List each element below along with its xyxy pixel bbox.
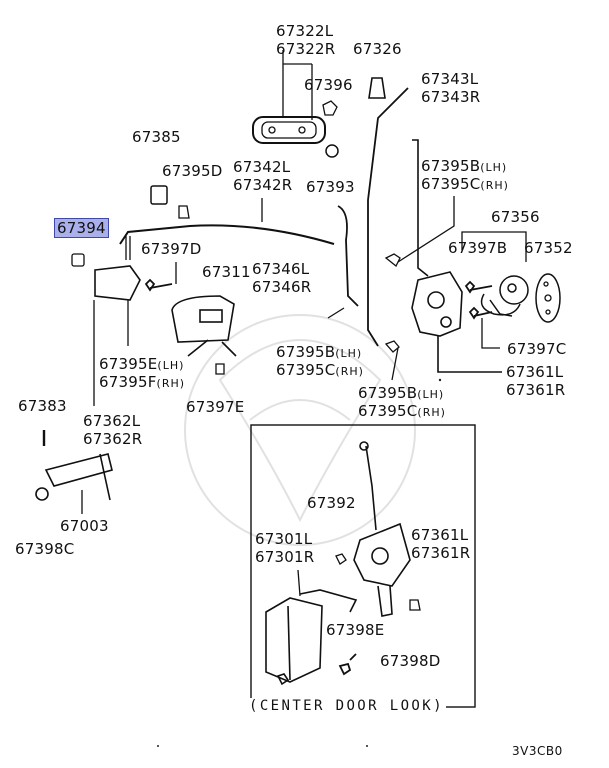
part-label-67326: 67326 xyxy=(353,40,402,58)
part-label-67398c: 67398C xyxy=(15,540,75,558)
part-label-67356: 67356 xyxy=(491,208,540,226)
clip-67396 xyxy=(322,100,338,116)
part-number: 67395E xyxy=(99,355,158,373)
bolt-67397b xyxy=(464,280,493,294)
part-label-67393: 67393 xyxy=(306,178,355,196)
screw-67397d xyxy=(144,278,173,292)
part-number: 67395F xyxy=(99,373,157,391)
hinge-67003 xyxy=(35,430,113,501)
side-rh: (RH) xyxy=(480,179,509,192)
center-lock-assembly xyxy=(353,441,411,617)
part-label-67301l: 67301L xyxy=(255,530,313,548)
side-rh: (RH) xyxy=(417,406,446,419)
clip-67394 xyxy=(71,253,85,267)
part-label-67342l: 67342L xyxy=(233,158,291,176)
part-number: 67395B xyxy=(421,157,481,175)
part-label-67361l: 67361L xyxy=(506,363,564,381)
part-label-67361r: 67361R xyxy=(506,381,566,399)
side-lh: (LH) xyxy=(480,161,508,174)
side-lh: (LH) xyxy=(157,359,185,372)
side-lh: (LH) xyxy=(417,388,445,401)
part-label-67398e: 67398E xyxy=(326,621,385,639)
part-label-67395c-mid: 67395C(RH) xyxy=(276,361,364,381)
part-label-67394: 67394 xyxy=(54,218,109,238)
part-label-67397c: 67397C xyxy=(507,340,567,358)
part-label-67342r: 67342R xyxy=(233,176,293,194)
highlighted-part-67394[interactable]: 67394 xyxy=(54,218,109,238)
part-label-67396: 67396 xyxy=(304,76,353,94)
clip-67395d xyxy=(178,205,190,219)
part-label-67362r: 67362R xyxy=(83,430,143,448)
inside-handle-67311 xyxy=(171,295,237,357)
part-label-67397d: 67397D xyxy=(141,240,202,258)
part-label-67352: 67352 xyxy=(524,239,573,257)
part-label-67392: 67392 xyxy=(307,494,356,512)
bracket-67362 xyxy=(94,265,141,301)
part-label-67383: 67383 xyxy=(18,397,67,415)
bolt-67397c xyxy=(468,306,493,320)
part-label-67322r: 67322R xyxy=(276,40,336,58)
part-label-67361l-center: 67361L xyxy=(411,526,469,544)
part-label-67343l: 67343L xyxy=(421,70,479,88)
part-label-67322l: 67322L xyxy=(276,22,334,40)
part-label-67395c-top: 67395C(RH) xyxy=(421,175,509,195)
center-door-frame xyxy=(250,424,476,708)
lock-assembly-67361 xyxy=(411,139,502,373)
part-label-67397b: 67397B xyxy=(448,239,508,257)
part-label-67395f: 67395F(RH) xyxy=(99,373,185,393)
part-label-67398d: 67398D xyxy=(380,652,441,670)
side-lh: (LH) xyxy=(335,347,363,360)
rod-67343 xyxy=(367,87,409,347)
part-label-67361r-center: 67361R xyxy=(411,544,471,562)
part-label-67395c-low: 67395C(RH) xyxy=(358,402,446,422)
part-number: 67395B xyxy=(276,343,336,361)
rod-67346 xyxy=(337,205,359,307)
part-number: 67395C xyxy=(421,175,481,193)
part-label-67395b-mid: 67395B(LH) xyxy=(276,343,362,363)
cap-67326 xyxy=(368,77,386,99)
actuator-67301 xyxy=(265,589,358,686)
part-label-67003: 67003 xyxy=(60,517,109,535)
part-label-67395b-top: 67395B(LH) xyxy=(421,157,507,177)
part-67385 xyxy=(150,185,168,205)
part-label-67346l: 67346L xyxy=(252,260,310,278)
part-label-67395b-low: 67395B(LH) xyxy=(358,384,444,404)
diagram-code: 3V3CB0 xyxy=(512,744,563,758)
side-rh: (RH) xyxy=(335,365,364,378)
part-label-67343r: 67343R xyxy=(421,88,481,106)
striker-67356 xyxy=(480,275,529,317)
part-number: 67395B xyxy=(358,384,418,402)
part-label-67395d: 67395D xyxy=(162,162,223,180)
part-label-67385: 67385 xyxy=(132,128,181,146)
side-rh: (RH) xyxy=(156,377,186,390)
part-label-67301r: 67301R xyxy=(255,548,315,566)
part-number: 67395C xyxy=(358,402,418,420)
center-door-look-caption: (CENTER DOOR LOOK) xyxy=(247,698,446,714)
plate-67352 xyxy=(535,273,561,323)
part-label-67346r: 67346R xyxy=(252,278,312,296)
rod-67342 xyxy=(119,224,335,245)
watermark-emblem xyxy=(184,314,416,546)
part-label-67362l: 67362L xyxy=(83,412,141,430)
outside-handle-part xyxy=(252,50,326,144)
part-label-67395e: 67395E(LH) xyxy=(99,355,184,375)
part-label-67397e: 67397E xyxy=(186,398,245,416)
part-number: 67395C xyxy=(276,361,336,379)
part-label-67311: 67311 xyxy=(202,263,251,281)
